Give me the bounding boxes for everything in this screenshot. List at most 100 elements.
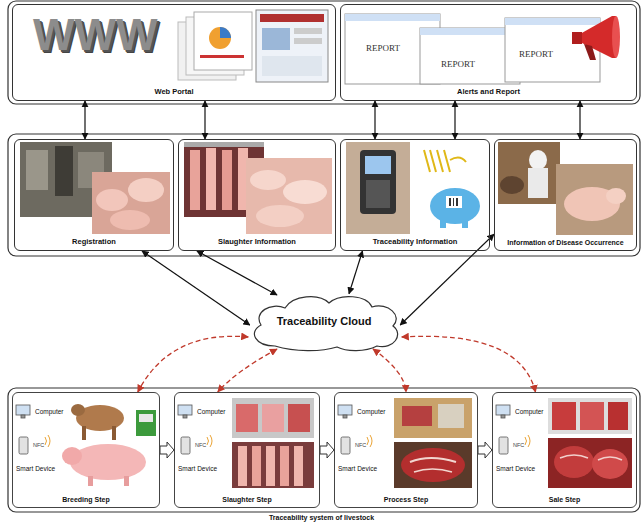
illustration-part (505, 18, 600, 82)
illustration-part (580, 16, 616, 58)
illustration-part (262, 56, 322, 76)
illustration-part (136, 410, 156, 436)
illustration-part (402, 406, 432, 426)
illustration-part (26, 150, 48, 190)
device-label: Computer (357, 408, 386, 415)
flow-block-arrow (478, 442, 492, 458)
pig-carcass-photo (246, 158, 332, 234)
illustration-part (181, 437, 190, 454)
illustration-part (453, 198, 454, 206)
illustration-part (232, 398, 314, 438)
report-window-title: REPORT (519, 49, 553, 59)
illustration-part (456, 198, 458, 206)
illustration-part (256, 205, 304, 227)
service-band (8, 134, 640, 256)
illustration-part (238, 446, 247, 486)
illustration-part (210, 435, 212, 447)
illustration-part (82, 426, 86, 440)
data-arrow (579, 101, 580, 139)
illustration-part (612, 16, 620, 58)
figure-caption: Traceability system of livestock (269, 514, 374, 522)
illustration-part (370, 435, 372, 447)
device-label: Smart Device (496, 465, 535, 472)
data-arrow (142, 251, 250, 325)
illustration-part (190, 150, 200, 210)
illustration-part (430, 150, 436, 172)
illustration-part (48, 435, 50, 447)
info-panel: Information of Disease Occurrence (494, 139, 637, 251)
illustration-part (450, 157, 466, 162)
illustration-part (498, 142, 560, 204)
illustration-part (346, 142, 410, 234)
illustration-part (19, 437, 28, 454)
illustration-part (608, 402, 628, 430)
cutting-picture (394, 398, 472, 488)
dashed-data-link (218, 349, 277, 392)
piggy-bank-icon (430, 188, 480, 228)
info-panel: Slaughter Information (178, 139, 336, 251)
www-graphic-text: WWW (33, 13, 158, 57)
illustration-part (124, 476, 129, 486)
illustration-part (505, 18, 600, 25)
data-arrow (400, 234, 494, 325)
illustration-part (262, 404, 284, 432)
illustration-part (294, 28, 322, 34)
illustration-part (288, 404, 310, 432)
device-label: Computer (197, 408, 226, 415)
illustration-part (501, 415, 505, 418)
cloud-shape (254, 297, 397, 351)
illustration-part (184, 142, 264, 147)
illustration-part (560, 455, 622, 460)
step-box: ComputerSmart DeviceSale StepNFC (492, 392, 637, 508)
illustration-part (360, 150, 396, 214)
data-arrow (204, 101, 205, 139)
info-panel: Traceability Information (340, 139, 490, 251)
piglet-photo (556, 164, 633, 235)
illustration-part (200, 55, 244, 58)
illustration-part (500, 176, 524, 194)
data-arrow (349, 251, 363, 294)
report-window-title: REPORT (366, 43, 400, 53)
cloud-label: Traceability Cloud (277, 315, 372, 328)
illustration-part (444, 150, 450, 172)
step-box: ComputerSmart DeviceSlaughter StepNFC (174, 392, 320, 508)
portal-band (8, 1, 640, 104)
illustration-part (280, 446, 289, 486)
illustration-part (430, 188, 480, 224)
nfc-mark: NFC (195, 442, 206, 448)
illustration-part (236, 404, 258, 432)
panel-title: Registration (72, 238, 116, 247)
illustration-part (266, 446, 275, 486)
data-arrow (84, 101, 85, 139)
illustration-part (112, 426, 116, 440)
illustration-part (525, 437, 527, 445)
illustration-part (220, 27, 231, 38)
illustration-part (283, 180, 327, 204)
illustration-part (139, 414, 153, 422)
illustration-part (528, 435, 530, 447)
illustration-part (16, 405, 30, 415)
illustration-part (572, 32, 582, 44)
illustration-part (207, 437, 209, 445)
illustration-part (260, 14, 324, 22)
illustration-part (222, 150, 232, 210)
megaphone-icon (572, 16, 620, 60)
illustration-part (401, 448, 465, 482)
illustration-part (21, 415, 25, 418)
panel-title: Traceability Information (373, 238, 458, 247)
flow-block-arrow (160, 442, 174, 458)
illustration-part (45, 437, 47, 445)
illustration-part (345, 14, 440, 21)
panel-title: Alerts and Report (457, 88, 520, 97)
report-windows (345, 14, 600, 84)
illustration-part (128, 178, 164, 202)
illustration-part (206, 148, 216, 210)
illustration-part (338, 405, 352, 415)
panel-title: Process Step (384, 496, 428, 504)
illustration-part (580, 402, 604, 430)
illustration-part (499, 437, 508, 454)
illustration-part (209, 27, 231, 49)
illustration-part (62, 447, 82, 465)
illustration-part (449, 198, 451, 206)
